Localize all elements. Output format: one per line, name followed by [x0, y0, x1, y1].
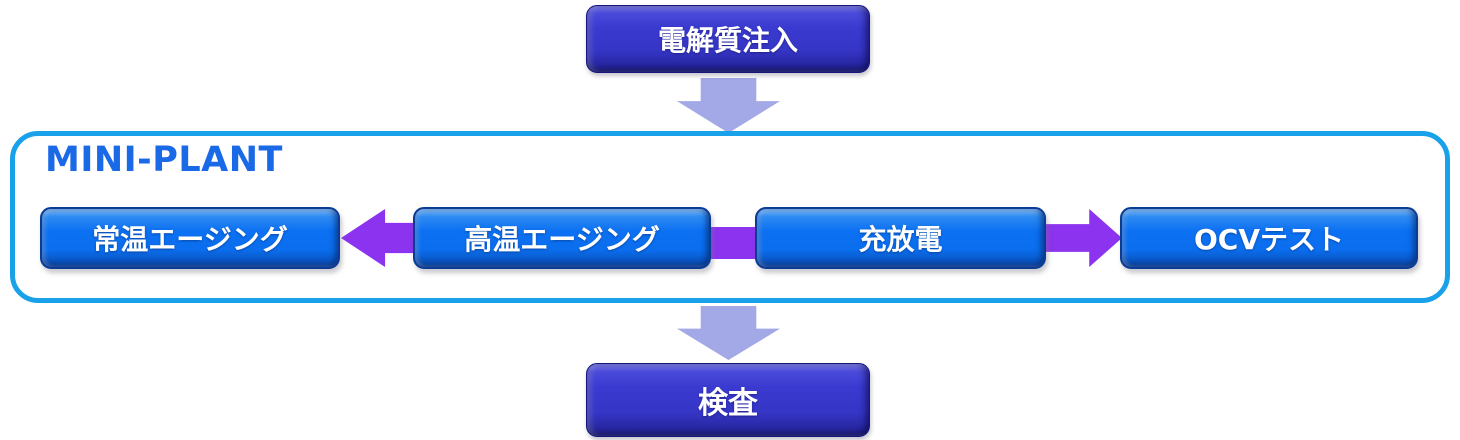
node-label: 充放電	[858, 223, 943, 256]
node-label: 高温エージング	[464, 223, 660, 256]
node-label: 常温エージング	[92, 223, 288, 256]
node-high-temp-aging: 高温エージング	[413, 207, 711, 269]
node-label: 電解質注入	[657, 24, 798, 57]
node-electrolyte-injection: 電解質注入	[586, 5, 870, 73]
node-inspection: 検査	[586, 363, 870, 437]
node-ocv-test: OCVテスト	[1120, 207, 1418, 269]
node-label: OCVテスト	[1193, 223, 1345, 256]
down-arrow-icon	[677, 306, 780, 360]
connector-bar	[703, 227, 763, 259]
mini-plant-container	[10, 131, 1450, 303]
mini-plant-title: MINI-PLANT	[45, 140, 283, 180]
node-label: 検査	[698, 386, 758, 421]
node-room-temp-aging: 常温エージング	[40, 207, 340, 269]
down-arrow-icon	[677, 78, 780, 133]
node-charge-discharge: 充放電	[755, 207, 1046, 269]
